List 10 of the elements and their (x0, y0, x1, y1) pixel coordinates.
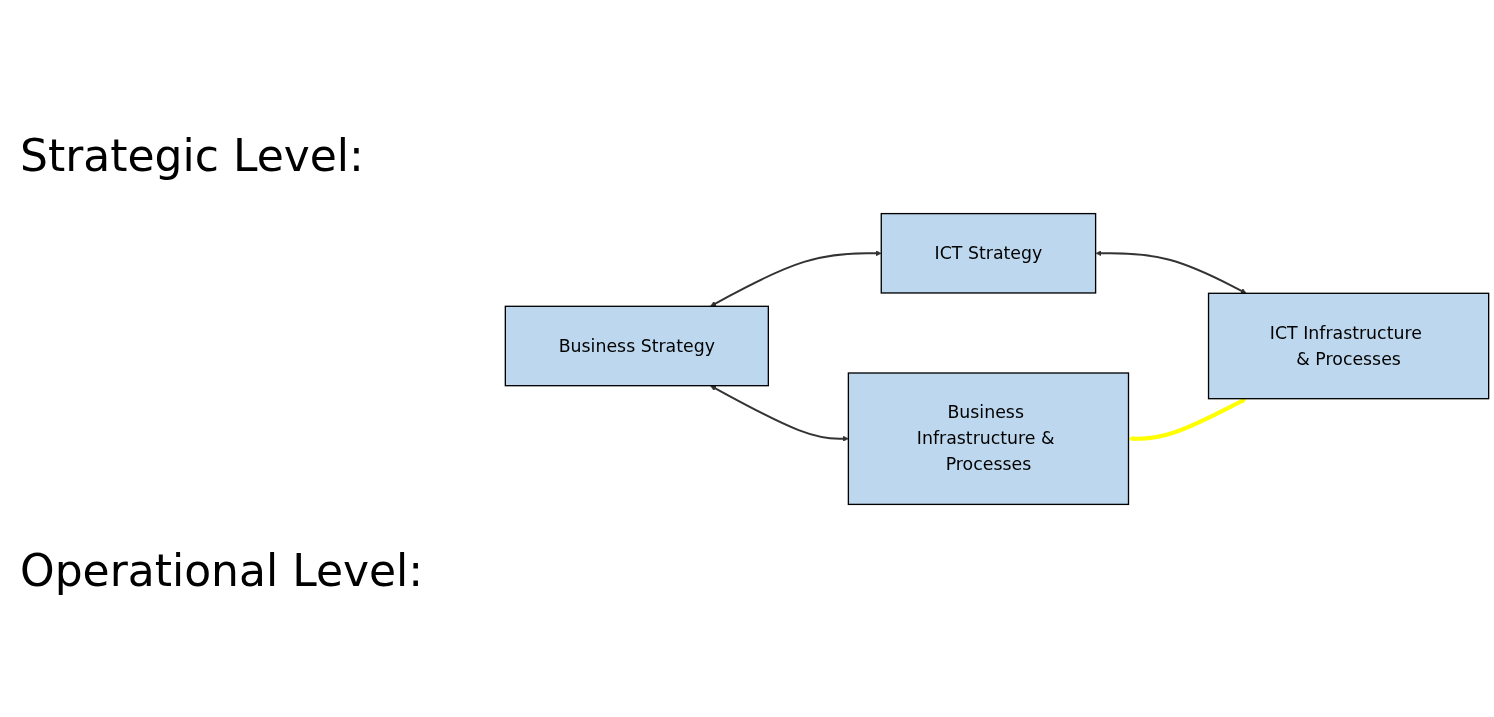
arrow (710, 249, 882, 306)
level-label: Strategic Level: (20, 130, 364, 181)
arrow (1128, 397, 1247, 442)
node-box: ICT Strategy (880, 212, 1097, 294)
node-box: Business Strategy (504, 305, 769, 386)
node-box: Business Infrastructure & Processes (847, 371, 1130, 505)
arrow (1095, 249, 1247, 294)
node-box: ICT Infrastructure & Processes (1207, 292, 1490, 399)
level-label: Operational Level: (20, 545, 424, 596)
arrow (710, 385, 849, 442)
